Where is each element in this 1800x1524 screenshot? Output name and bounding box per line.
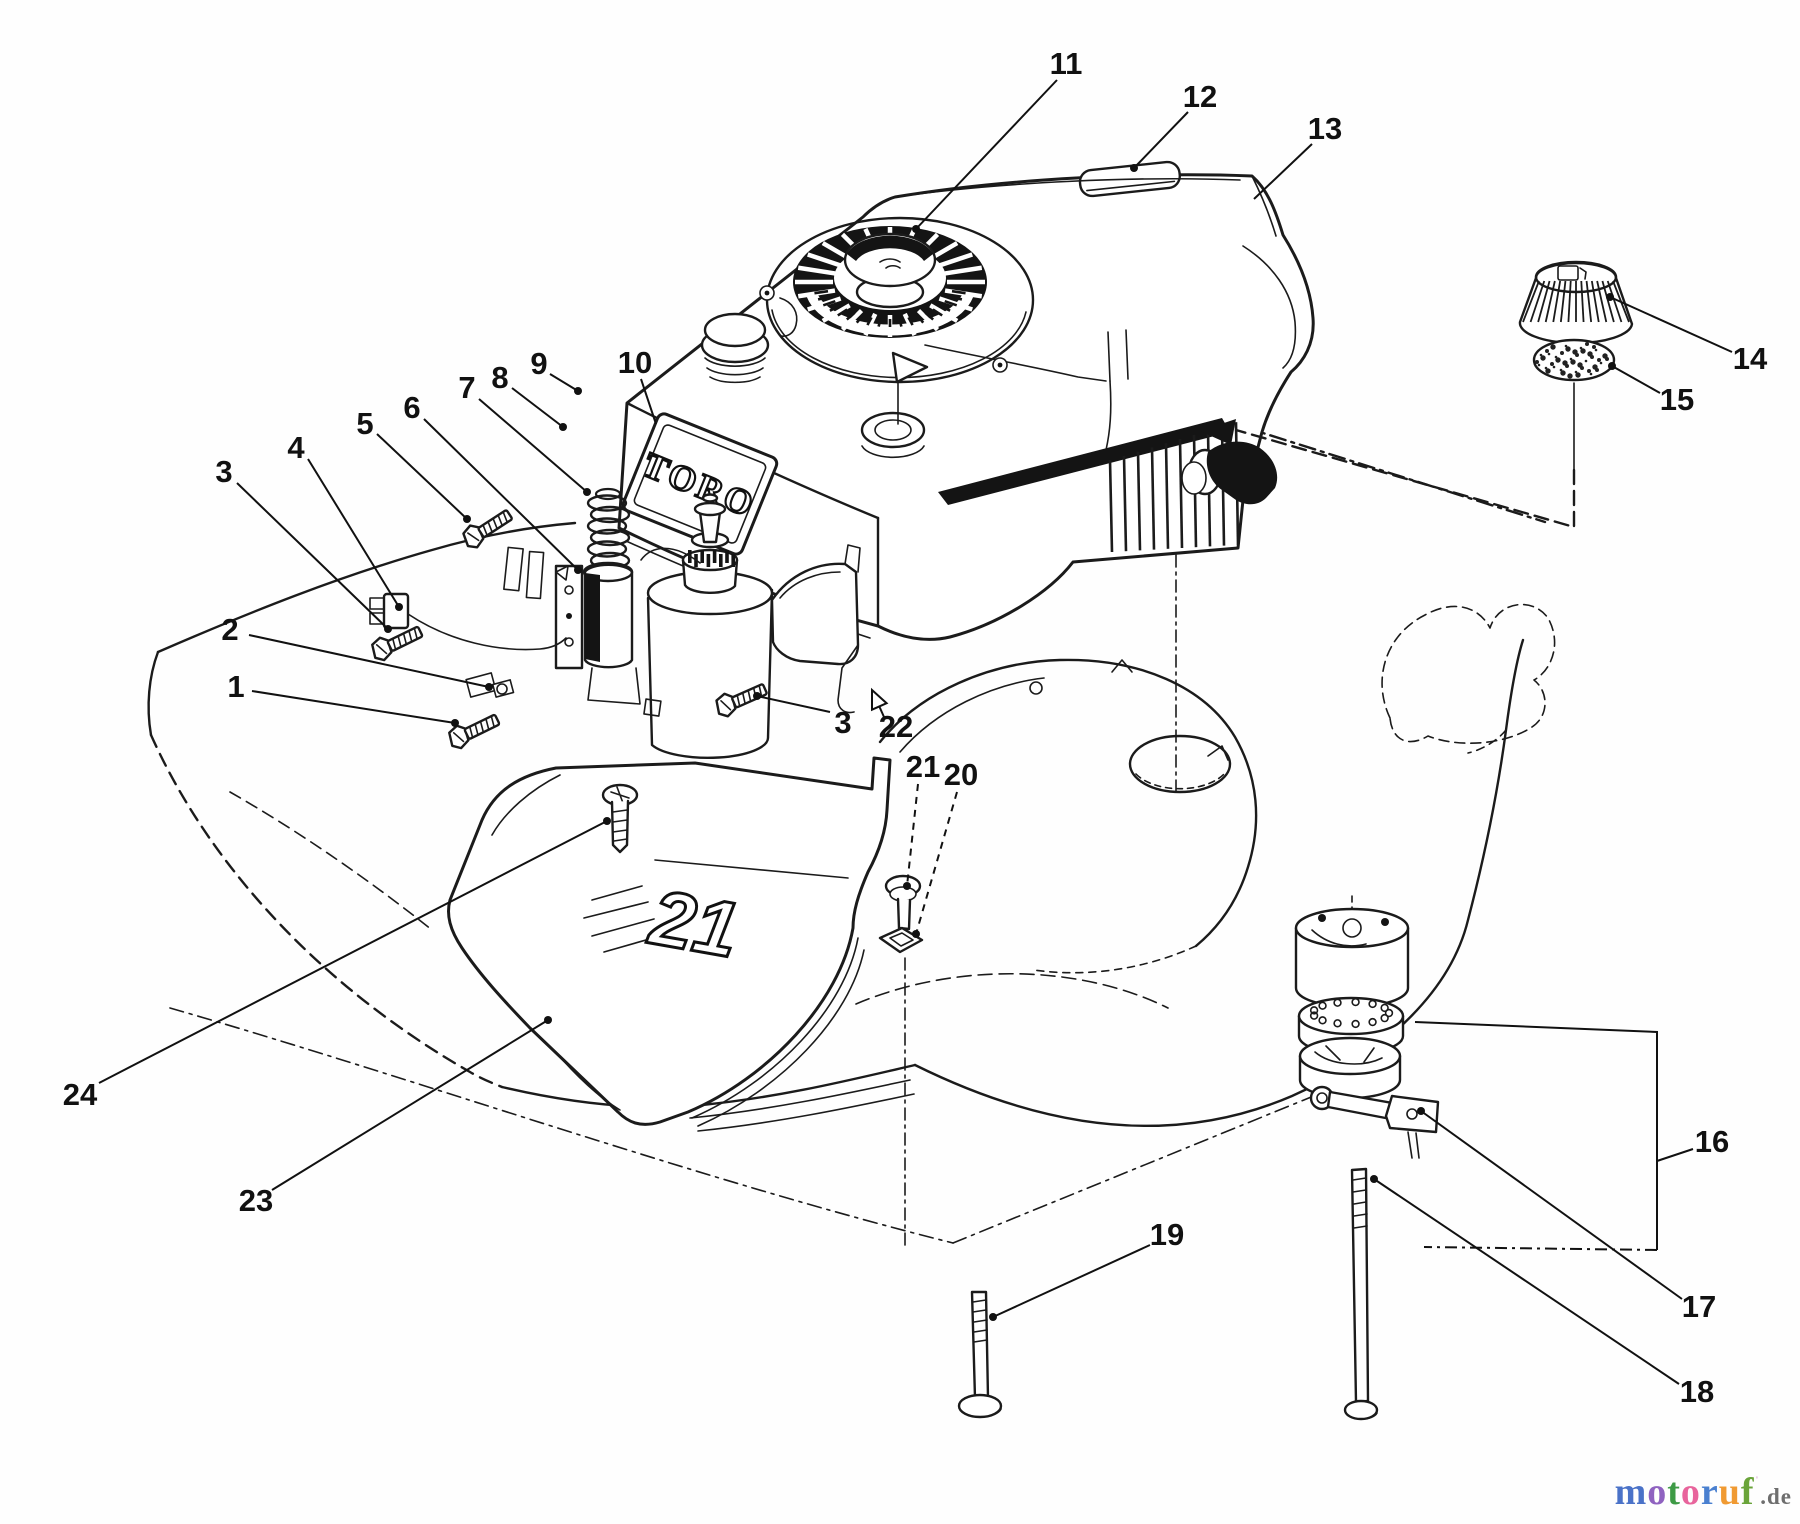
engine-bolt-19 <box>957 1290 1003 1419</box>
callout-number-6: 6 <box>403 390 420 425</box>
coil-bolt-5 <box>458 503 517 553</box>
callout-number-13: 13 <box>1308 111 1342 146</box>
callout-number-1: 1 <box>227 669 244 704</box>
callout-number-10: 10 <box>618 345 652 380</box>
wire-connector <box>369 592 410 630</box>
clutch-pulley-stack <box>1294 895 1410 1100</box>
callout-3-22: 3 <box>753 692 852 740</box>
air-filter-assembly <box>1200 260 1634 529</box>
callout-number-5: 5 <box>356 406 373 441</box>
callout-number-3: 3 <box>215 454 232 489</box>
callout-number-12: 12 <box>1183 79 1217 114</box>
callout-number-14: 14 <box>1733 341 1768 376</box>
motoruf-watermark: motorufˈ.de <box>1615 1470 1792 1514</box>
deflector-speed-lines <box>583 885 661 953</box>
callout-number-23: 23 <box>239 1183 273 1218</box>
fuel-cap <box>700 312 770 384</box>
callout-number-4: 4 <box>287 430 305 465</box>
clutch-bolt-18 <box>1343 1167 1379 1421</box>
callout-number-9: 9 <box>530 346 547 381</box>
deflector-bolt-20 <box>878 874 924 954</box>
watermark-letter: u <box>1718 1471 1741 1513</box>
fasteners <box>367 503 1379 1421</box>
electric-starter-cluster <box>369 487 861 760</box>
callout-11-10: 11 <box>912 46 1082 233</box>
ignition-wire <box>407 613 567 651</box>
callout-8-7: 8 <box>491 360 567 431</box>
callout-number-8: 8 <box>491 360 508 395</box>
callout-9-8: 9 <box>530 346 582 395</box>
callout-19-18: 19 <box>989 1217 1184 1321</box>
flywheel-fan-spokes <box>795 227 985 337</box>
callout-16-15: 16 <box>1414 1021 1729 1251</box>
watermark-letter: t <box>1667 1471 1681 1513</box>
engine-assembly: TORO <box>617 160 1315 641</box>
callout-2-1: 2 <box>221 612 493 691</box>
starter-motor <box>643 493 774 760</box>
callout-14-13: 14 <box>1606 293 1768 376</box>
callout-20-19: 20 <box>912 757 978 938</box>
air-filter-cover <box>1518 260 1634 345</box>
callout-number-7: 7 <box>458 370 475 405</box>
air-filter-element <box>1532 338 1616 382</box>
callout-number-15: 15 <box>1660 382 1694 417</box>
watermark-letter: m <box>1614 1471 1648 1513</box>
callout-12-11: 12 <box>1130 79 1217 172</box>
callout-1-0: 1 <box>227 669 459 727</box>
callout-3-2: 3 <box>215 454 392 633</box>
callout-18-17: 18 <box>1370 1175 1714 1409</box>
callout-17-16: 17 <box>1417 1107 1716 1324</box>
callout-5-4: 5 <box>356 406 471 523</box>
callout-4-3: 4 <box>287 430 403 611</box>
deflector-screw-24 <box>601 783 639 854</box>
callout-number-24: 24 <box>63 1077 98 1112</box>
side-discharge-deflector: 21 <box>447 756 892 1127</box>
callout-23-23: 23 <box>239 1016 552 1218</box>
callout-24-24: 24 <box>63 817 611 1112</box>
watermark-tick: ˈ <box>1754 1475 1761 1490</box>
callout-number-20: 20 <box>944 757 978 792</box>
callout-22-21: 22 <box>871 687 913 744</box>
deflector-molded-number: 21 <box>642 872 745 974</box>
deck-bolt-1 <box>444 707 503 753</box>
callout-21-20: 21 <box>903 749 940 890</box>
mower-deck <box>147 396 1556 1249</box>
callout-number-17: 17 <box>1682 1289 1716 1324</box>
callout-number-16: 16 <box>1695 1124 1729 1159</box>
brake-lever <box>1309 1085 1440 1159</box>
callout-number-3: 3 <box>834 705 851 740</box>
callout-number-22: 22 <box>879 709 913 744</box>
watermark-letter: o <box>1680 1471 1701 1513</box>
callout-number-11: 11 <box>1050 46 1083 81</box>
watermark-letter: o <box>1647 1471 1668 1513</box>
spark-plug-boot <box>1206 441 1278 505</box>
callout-number-18: 18 <box>1680 1374 1714 1409</box>
callout-13-12: 13 <box>1253 111 1342 200</box>
oil-fill-plug <box>860 351 929 459</box>
callout-number-2: 2 <box>221 612 238 647</box>
callout-number-21: 21 <box>906 749 940 784</box>
ignition-coil <box>582 561 641 705</box>
watermark-domain-suffix: .de <box>1760 1484 1792 1509</box>
watermark-letter: f <box>1740 1471 1755 1513</box>
callout-6-5: 6 <box>403 390 582 574</box>
watermark-letter: r <box>1700 1471 1719 1513</box>
callout-number-19: 19 <box>1150 1217 1184 1252</box>
callout-7-6: 7 <box>458 370 591 496</box>
callout-15-14: 15 <box>1608 362 1694 417</box>
callout-10-9: 10 <box>618 345 657 425</box>
